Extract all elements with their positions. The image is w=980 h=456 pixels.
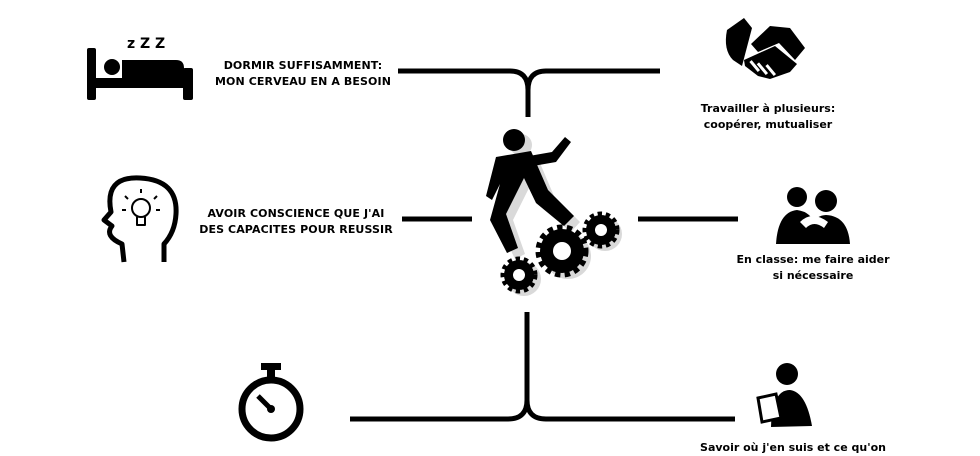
label-sleep-line2: MON CERVEAU EN A BESOIN: [214, 75, 392, 88]
connector-top: [398, 68, 660, 117]
label-ask-help-line1: En classe: me faire aider: [736, 253, 890, 266]
label-teamwork: Travailler à plusieurs: coopérer, mutual…: [688, 101, 848, 133]
bed-sleeping-icon: z Z Z: [87, 36, 193, 100]
head-lightbulb-icon: [101, 175, 179, 263]
label-teamwork-line2: coopérer, mutualiser: [703, 118, 833, 131]
gear-large: [535, 224, 589, 278]
label-awareness-line1: AVOIR CONSCIENCE QUE J'AI: [207, 207, 385, 220]
label-ask-help-line2: si nécessaire: [772, 269, 854, 282]
label-sleep-line1: DORMIR SUFFISAMMENT:: [223, 59, 383, 72]
two-people-hug-icon: [776, 187, 850, 244]
label-teamwork-line1: Travailler à plusieurs:: [700, 102, 836, 115]
gear-upper: [582, 211, 620, 249]
label-ask-help: En classe: me faire aider si nécessaire: [728, 252, 898, 284]
stopwatch-icon: [238, 363, 304, 442]
label-awareness-line2: DES CAPACITES POUR REUSSIR: [199, 223, 393, 236]
gear-lower: [500, 256, 538, 294]
label-awareness: AVOIR CONSCIENCE QUE J'AI DES CAPACITES …: [196, 206, 396, 238]
connector-bottom: [350, 312, 735, 422]
person-reading-icon: [756, 363, 812, 427]
person-climbing-gears-icon: [486, 129, 622, 296]
connector-lines: [350, 68, 738, 422]
handshake-icon: [725, 18, 805, 79]
label-sleep: DORMIR SUFFISAMMENT: MON CERVEAU EN A BE…: [208, 58, 398, 90]
label-self-assessment-line1: Savoir où j'en suis et ce qu'on: [700, 441, 886, 454]
zzz-icon: z Z Z: [127, 36, 165, 52]
label-self-assessment: Savoir où j'en suis et ce qu'on: [688, 440, 898, 456]
